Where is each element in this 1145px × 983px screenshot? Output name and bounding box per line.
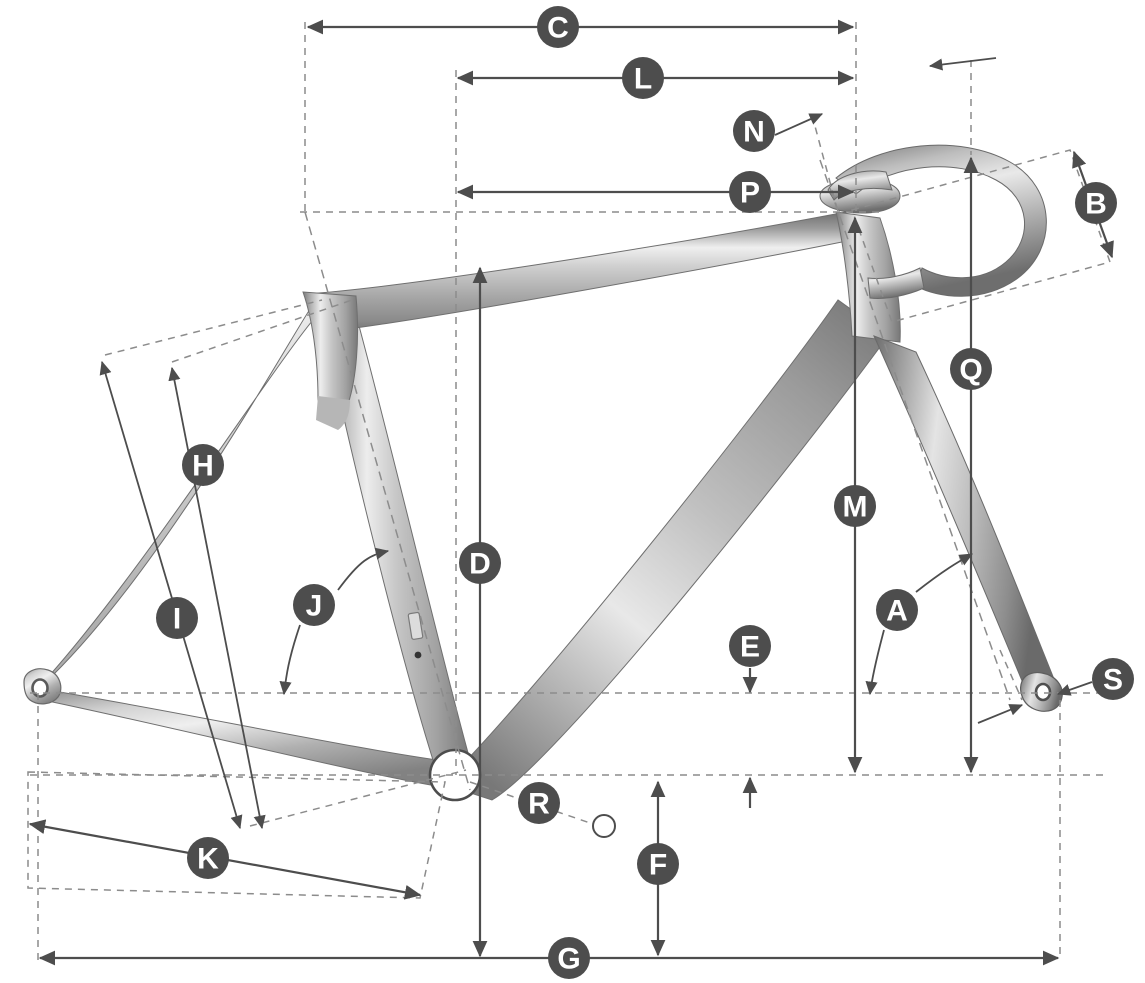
dim-line-j2	[279, 624, 301, 696]
badge-circle-s	[1092, 658, 1134, 700]
dim-line-s	[1056, 681, 1093, 696]
badge-circle-f	[637, 843, 679, 885]
rear-axle-hole	[31, 678, 49, 698]
dim-line-j	[337, 547, 390, 591]
badge-circle-m	[834, 485, 876, 527]
label-badge-k[interactable]: Kchainstay-length	[187, 837, 229, 879]
label-badge-r[interactable]: Rbottom-bracket-shell	[518, 782, 560, 824]
label-badge-b[interactable]: Bhandlebar-drop	[1075, 182, 1117, 224]
seat-cluster	[302, 291, 359, 405]
badge-circle-b	[1075, 182, 1117, 224]
badge-circle-j	[293, 584, 335, 626]
badge-circle-i	[156, 597, 198, 639]
badge-circle-d	[459, 542, 501, 584]
dim-line-i	[99, 360, 243, 830]
badge-circle-e	[729, 625, 771, 667]
dim-line-a2	[865, 629, 885, 696]
extension-lines	[27, 22, 1111, 960]
label-badge-g[interactable]: Gwheelbase	[548, 937, 590, 979]
label-badge-i[interactable]: Iseat-tube-length-center	[156, 597, 198, 639]
badge-circle-k	[187, 837, 229, 879]
down-tube	[442, 299, 889, 801]
label-badge-j[interactable]: Jseat-tube-angle	[293, 584, 335, 626]
badge-circle-g	[548, 937, 590, 979]
label-badge-l[interactable]: Leffective-top-tube-length	[622, 57, 664, 99]
ext-h-upper	[104, 299, 323, 356]
bottle-boss	[414, 651, 422, 659]
badge-circle-q	[950, 348, 992, 390]
cable-port	[407, 611, 424, 640]
seat-tube-axis	[304, 211, 471, 791]
dim-line-a	[915, 553, 973, 593]
label-badge-d[interactable]: Dstack-from-top-tube-to-ground	[459, 542, 501, 584]
dim-line-h	[168, 366, 266, 830]
ext-hi-lower	[249, 769, 467, 827]
badge-circle-c	[537, 6, 579, 48]
badge-circle-r	[518, 782, 560, 824]
label-badge-p[interactable]: Preach	[729, 171, 771, 213]
seatstay-junction	[316, 396, 350, 430]
ext-i-upper	[171, 299, 353, 363]
label-badge-e[interactable]: Ebottom-bracket-drop	[729, 625, 771, 667]
bicycle-frame-illustration	[23, 144, 1063, 802]
badge-circle-p	[729, 171, 771, 213]
label-badge-f[interactable]: Fbottom-bracket-height	[637, 843, 679, 885]
label-badge-s[interactable]: Sfront-dropout	[1092, 658, 1134, 700]
label-badge-h[interactable]: Hseat-tube-length-to-top	[182, 444, 224, 486]
label-badge-n[interactable]: Nhead-tube-length	[733, 110, 775, 152]
label-badge-c[interactable]: Ctop-tube-horizontal-total	[537, 6, 579, 48]
ext-fork-offset	[999, 649, 1023, 701]
dim-line-rake	[977, 704, 1024, 724]
front-axle-hole	[1034, 682, 1052, 702]
r-callout-terminator	[592, 814, 616, 838]
badge-circle-h	[182, 444, 224, 486]
label-badge-q[interactable]: Qfront-center-vertical	[950, 348, 992, 390]
label-badge-m[interactable]: Mstack-height	[834, 485, 876, 527]
handlebar-lower-arm	[867, 267, 925, 299]
badge-circle-a	[876, 589, 918, 631]
dim-line-bar-top	[928, 57, 997, 71]
dim-line-n	[774, 113, 824, 136]
badge-circle-n	[733, 110, 775, 152]
label-badge-a[interactable]: Ahead-tube-angle	[876, 589, 918, 631]
top-tube	[305, 211, 853, 331]
badge-circle-l	[622, 57, 664, 99]
